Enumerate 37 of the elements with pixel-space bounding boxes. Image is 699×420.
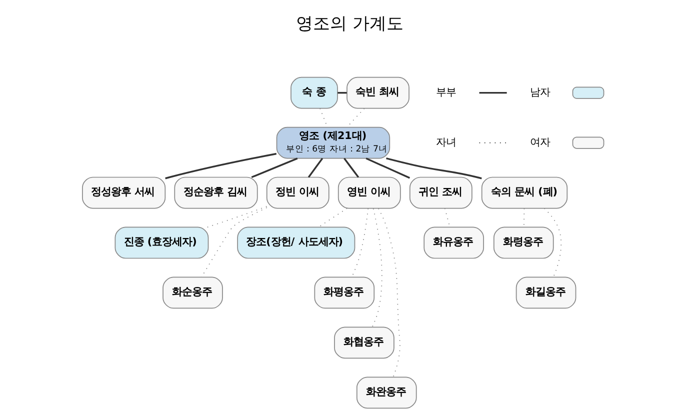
legend-label: 여자 — [530, 136, 550, 148]
legend-label: 남자 — [530, 86, 550, 98]
node-box: 화완옹주 — [356, 376, 416, 409]
node-box: 화평옹주 — [314, 276, 374, 309]
connector — [371, 208, 382, 328]
node-box: 정성왕후 서씨 — [82, 176, 166, 209]
node-box: 숙의 문씨 (폐) — [480, 176, 568, 209]
connector — [317, 208, 347, 228]
node-box: 화협옹주 — [334, 326, 394, 359]
connector — [250, 158, 298, 178]
connector — [543, 208, 562, 278]
connector — [343, 158, 359, 178]
node-box: 화길옹주 — [515, 276, 576, 309]
node-box: 장조(장헌/ 사도세자) — [236, 226, 355, 259]
connector — [386, 157, 482, 180]
node-box: 숙 종 — [290, 76, 338, 109]
legend-label: 부부 — [436, 86, 456, 98]
node-box: 숙빈 최씨 — [346, 76, 409, 109]
node-box: 정빈 이씨 — [266, 176, 329, 209]
diagram-title: 영조의 가계도 — [296, 14, 404, 34]
node-box: 영빈 이씨 — [337, 176, 400, 209]
node-box: 진종 (효장세자) — [114, 226, 208, 259]
node-box: 정순왕후 김씨 — [174, 176, 258, 209]
connector — [200, 207, 267, 278]
connector — [307, 158, 323, 178]
node-box: 영조 (제21대) 부인 : 6명 자녀 : 2남 7녀 — [276, 126, 390, 159]
node-box: 귀인 조씨 — [408, 176, 472, 209]
connector — [350, 208, 368, 278]
legend-label: 자녀 — [436, 136, 456, 148]
connector — [365, 158, 410, 179]
node-box: 화령옹주 — [492, 226, 554, 259]
connector — [337, 92, 346, 94]
connector — [206, 206, 267, 228]
connector — [378, 208, 400, 378]
node-box: 화순옹주 — [162, 276, 222, 309]
node-box: 화유옹주 — [423, 226, 484, 259]
connector — [164, 152, 276, 180]
